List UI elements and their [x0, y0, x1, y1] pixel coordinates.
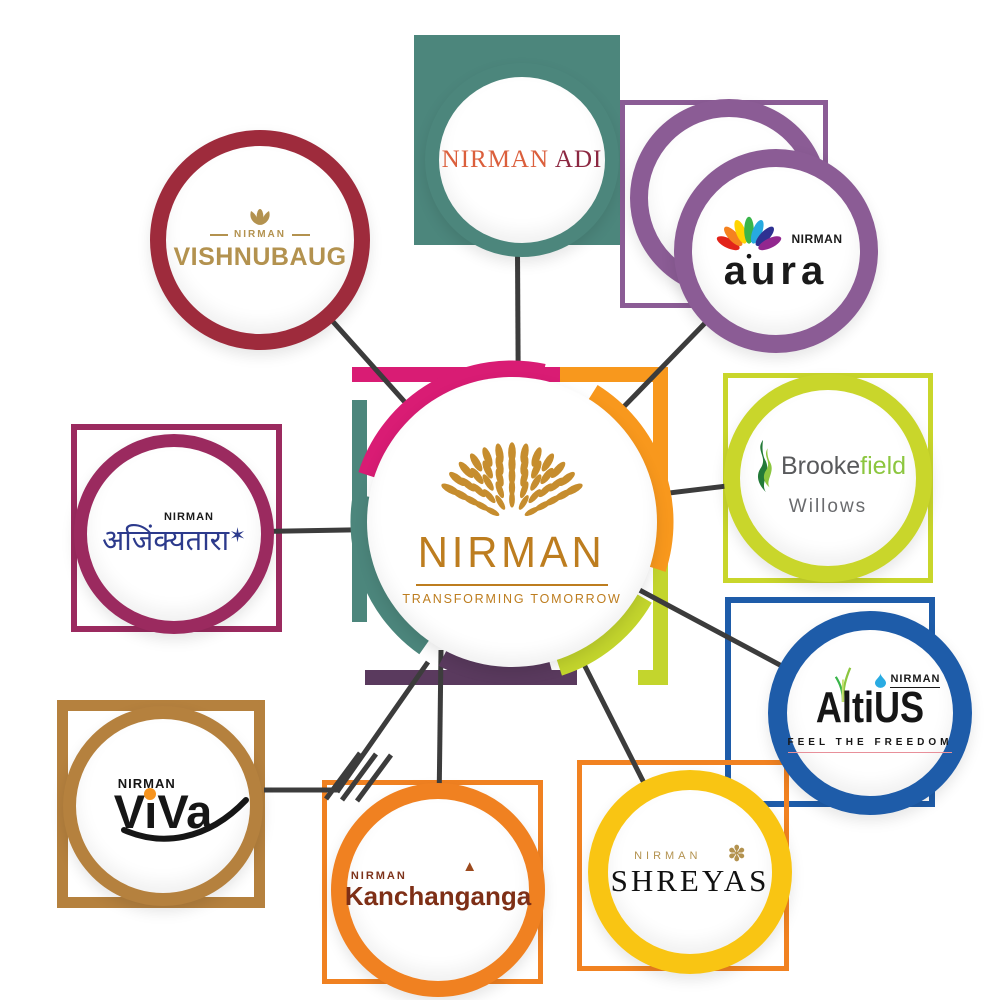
satellite-vishnubaug[interactable]: NIRMAN VISHNUBAUG	[150, 130, 370, 350]
satellite-brookefield[interactable]: Brookefield Willows	[724, 374, 932, 582]
center-ring-arcs	[350, 360, 674, 684]
viva-prefix: NIRMAN	[117, 776, 176, 792]
ajinkyatara-name: अजिंक्यतारा	[102, 522, 230, 557]
prefix-rule-right	[291, 234, 310, 236]
aura-name: aura	[723, 249, 829, 293]
satellite-viva[interactable]: NIRMAN ViVa	[63, 706, 263, 906]
vishnubaug-prefix: NIRMAN	[233, 229, 286, 241]
altius-tagline: FEEL THE FREEDOM	[787, 737, 953, 753]
satellite-aura[interactable]: NIRMAN aura	[674, 149, 878, 353]
satellite-kanchanganga[interactable]: ▲ NIRMAN Kanchanganga	[331, 783, 545, 997]
satellite-altius[interactable]: NIRMAN AltiUS FEEL THE FREEDOM	[768, 611, 972, 815]
center-brand: NIRMAN	[418, 528, 606, 577]
viva-swoosh-icon	[120, 796, 249, 842]
center-circle-nirman[interactable]: NIRMAN TRANSFORMING TOMORROW	[367, 377, 657, 667]
satellite-ajinkyatara[interactable]: NIRMAN अजिंक्यतारा✶	[74, 434, 274, 634]
brookefield-flame-icon	[757, 439, 772, 493]
adi-word-adi: ADI	[554, 145, 603, 173]
kanchanganga-name: Kanchanganga	[344, 880, 532, 911]
center-divider	[416, 584, 608, 586]
viva-name: ViVa	[113, 784, 213, 838]
altius-prefix: NIRMAN	[890, 673, 941, 689]
center-tagline: TRANSFORMING TOMORROW	[402, 592, 622, 606]
leaf-fan-icon	[441, 441, 583, 516]
kanchanganga-prefix: NIRMAN	[350, 869, 407, 882]
prefix-rule-left	[209, 234, 228, 236]
sprout-icon	[834, 667, 852, 703]
aura-petals-icon	[716, 216, 781, 259]
ajinkyatara-prefix: NIRMAN	[163, 511, 214, 523]
viva-i-dot	[143, 787, 156, 800]
shreyas-ornament-icon: ✽	[727, 840, 746, 866]
vishnubaug-name: VISHNUBAUG	[173, 242, 347, 271]
satellite-shreyas[interactable]: NIRMAN ✽ SHREYAS	[588, 770, 792, 974]
brookefield-word1: Brooke	[780, 451, 861, 480]
shreyas-prefix: NIRMAN	[634, 849, 702, 862]
altius-name: AltiUS	[815, 683, 925, 733]
satellite-nirman-adi[interactable]: NIRMAN ADI	[425, 63, 619, 257]
aura-prefix: NIRMAN	[791, 232, 843, 247]
lotus-icon	[250, 209, 270, 226]
mountain-peak-icon: ▲	[462, 857, 478, 875]
shreyas-name: SHREYAS	[610, 863, 770, 899]
brookefield-subtitle: Willows	[788, 496, 868, 518]
adi-word-nirman: NIRMAN	[441, 145, 550, 173]
brookefield-word2: field	[860, 451, 907, 480]
star-icon: ✶	[229, 522, 246, 547]
droplet-icon	[875, 673, 887, 689]
